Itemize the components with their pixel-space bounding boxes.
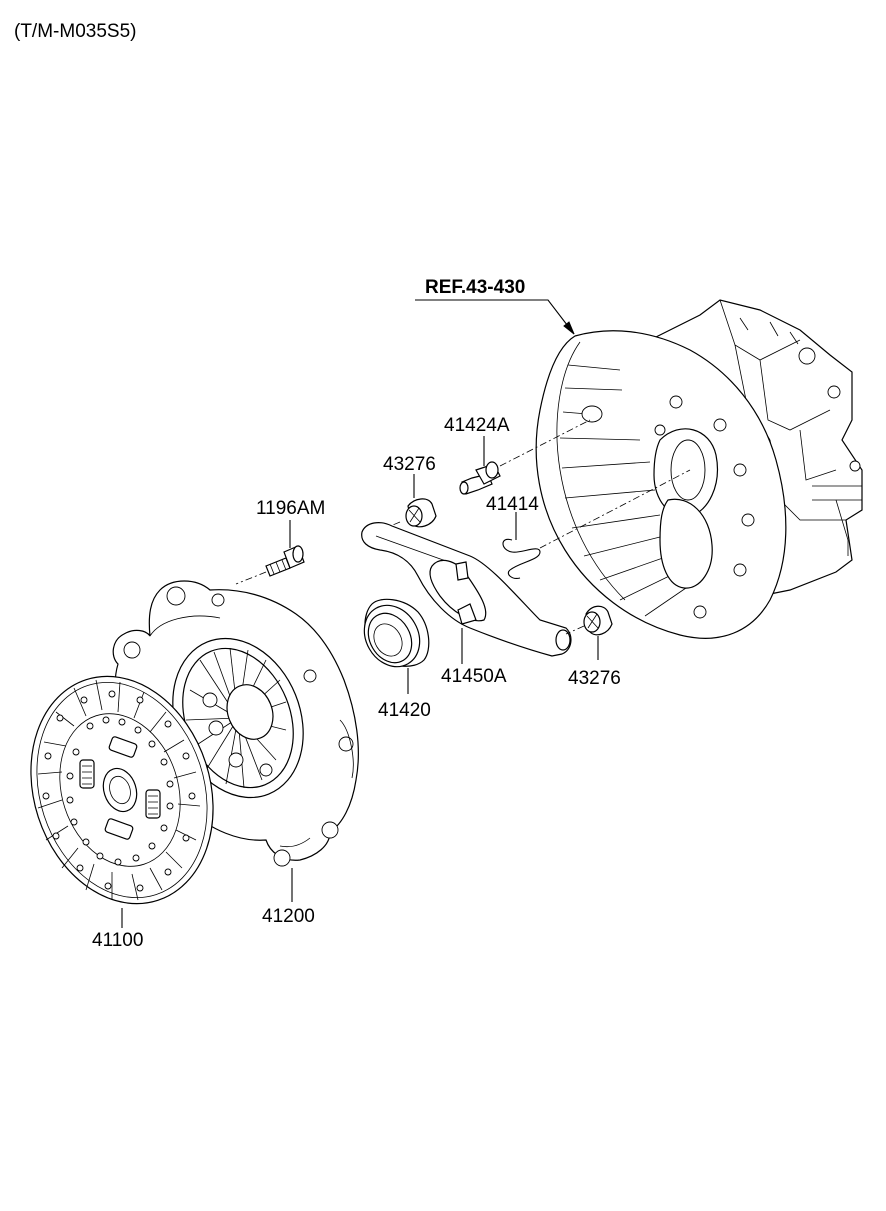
diagram-title: (T/M-M035S5)	[14, 21, 136, 42]
label-41414: 41414	[486, 494, 539, 515]
clutch-disc-41100	[30, 675, 214, 928]
label-41200: 41200	[262, 906, 315, 927]
reference-callout: REF.43-430	[415, 277, 575, 335]
clip-41414	[502, 469, 691, 579]
reference-label: REF.43-430	[425, 277, 525, 298]
label-41100: 41100	[92, 930, 143, 951]
label-41450a: 41450A	[441, 666, 507, 687]
clutch-cover-41200	[112, 580, 359, 902]
label-41424a: 41424A	[444, 415, 510, 436]
boot-43276-top	[375, 474, 437, 533]
label-41420: 41420	[378, 700, 431, 721]
label-43276-top: 43276	[383, 454, 436, 475]
label-1196am: 1196AM	[256, 498, 325, 519]
release-fork-41450a	[361, 522, 572, 664]
bolt-1196am	[235, 520, 305, 585]
release-bearing-41420	[363, 598, 430, 694]
label-43276-right: 43276	[568, 668, 621, 689]
boot-43276-right	[565, 605, 613, 660]
fitting-41424a	[459, 419, 591, 495]
transmission-housing	[535, 299, 863, 639]
